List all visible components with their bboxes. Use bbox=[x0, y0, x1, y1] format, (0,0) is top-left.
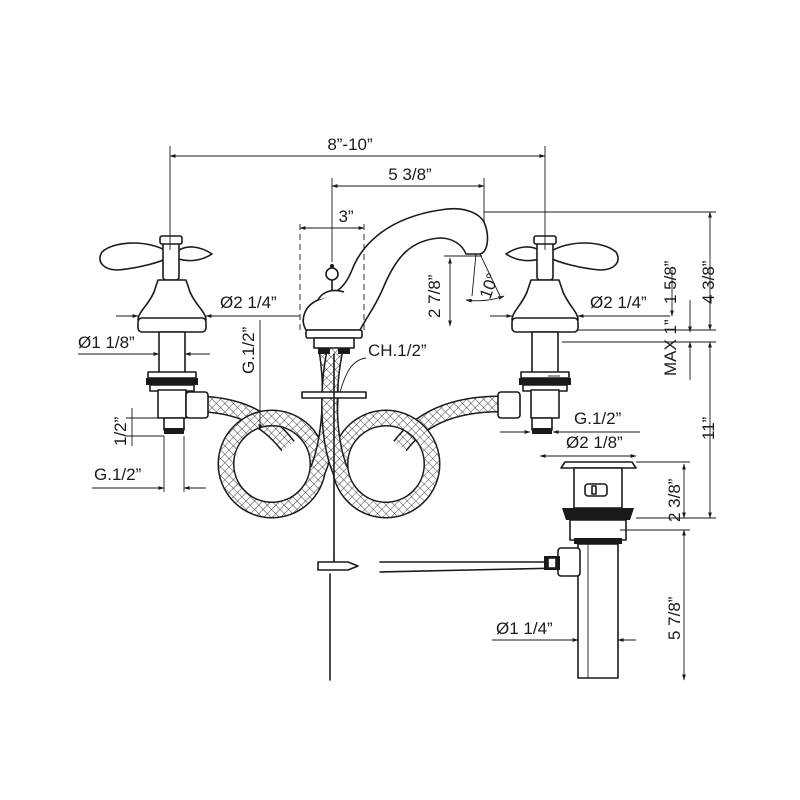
label-base-height: 1 5/8” bbox=[661, 260, 680, 304]
label-base-dia-left: Ø2 1/4” bbox=[220, 293, 277, 312]
label-half-inch: 1/2” bbox=[111, 416, 130, 446]
pop-up-drain bbox=[544, 461, 637, 679]
left-lever-handle bbox=[99, 242, 169, 271]
right-valve-body bbox=[511, 279, 579, 321]
label-shank-length: 11” bbox=[699, 416, 718, 440]
spout bbox=[302, 207, 489, 354]
label-overall-width: 8”-10” bbox=[327, 135, 373, 154]
flex-hoses bbox=[195, 343, 501, 519]
left-valve-body bbox=[137, 279, 207, 321]
dimension-lines bbox=[78, 146, 716, 681]
right-lever-handle bbox=[549, 242, 619, 271]
label-shank-dia: Ø1 1/8” bbox=[78, 333, 135, 352]
label-inlet-thread-center: G.1/2” bbox=[239, 326, 258, 374]
label-tailpiece-length: 5 7/8” bbox=[665, 596, 684, 640]
label-drain-height: 2 3/8” bbox=[665, 478, 684, 522]
label-handle-height: 4 3/8” bbox=[699, 260, 718, 304]
label-spout-height: 2 7/8” bbox=[425, 274, 444, 318]
label-drain-dia: Ø2 1/8” bbox=[566, 433, 623, 452]
label-lift-rod: CH.1/2” bbox=[368, 341, 427, 360]
label-spout-offset: 3” bbox=[338, 207, 353, 226]
label-base-dia-right: Ø2 1/4” bbox=[590, 293, 647, 312]
label-tailpiece-dia: Ø1 1/4” bbox=[496, 619, 553, 638]
label-inlet-thread-left: G.1/2” bbox=[94, 465, 142, 484]
label-inlet-thread-right: G.1/2” bbox=[574, 409, 622, 428]
label-max-deck: MAX 1” bbox=[661, 319, 680, 376]
label-spout-angle: 10° bbox=[476, 271, 503, 302]
right-valve bbox=[497, 235, 619, 434]
lift-rod bbox=[301, 353, 561, 681]
left-valve bbox=[99, 235, 213, 434]
label-spout-reach: 5 3/8” bbox=[388, 165, 432, 184]
dimension-labels: 8”-10” 5 3/8” 3” 2 7/8” 10° Ø2 1/4” Ø2 1… bbox=[78, 135, 718, 640]
